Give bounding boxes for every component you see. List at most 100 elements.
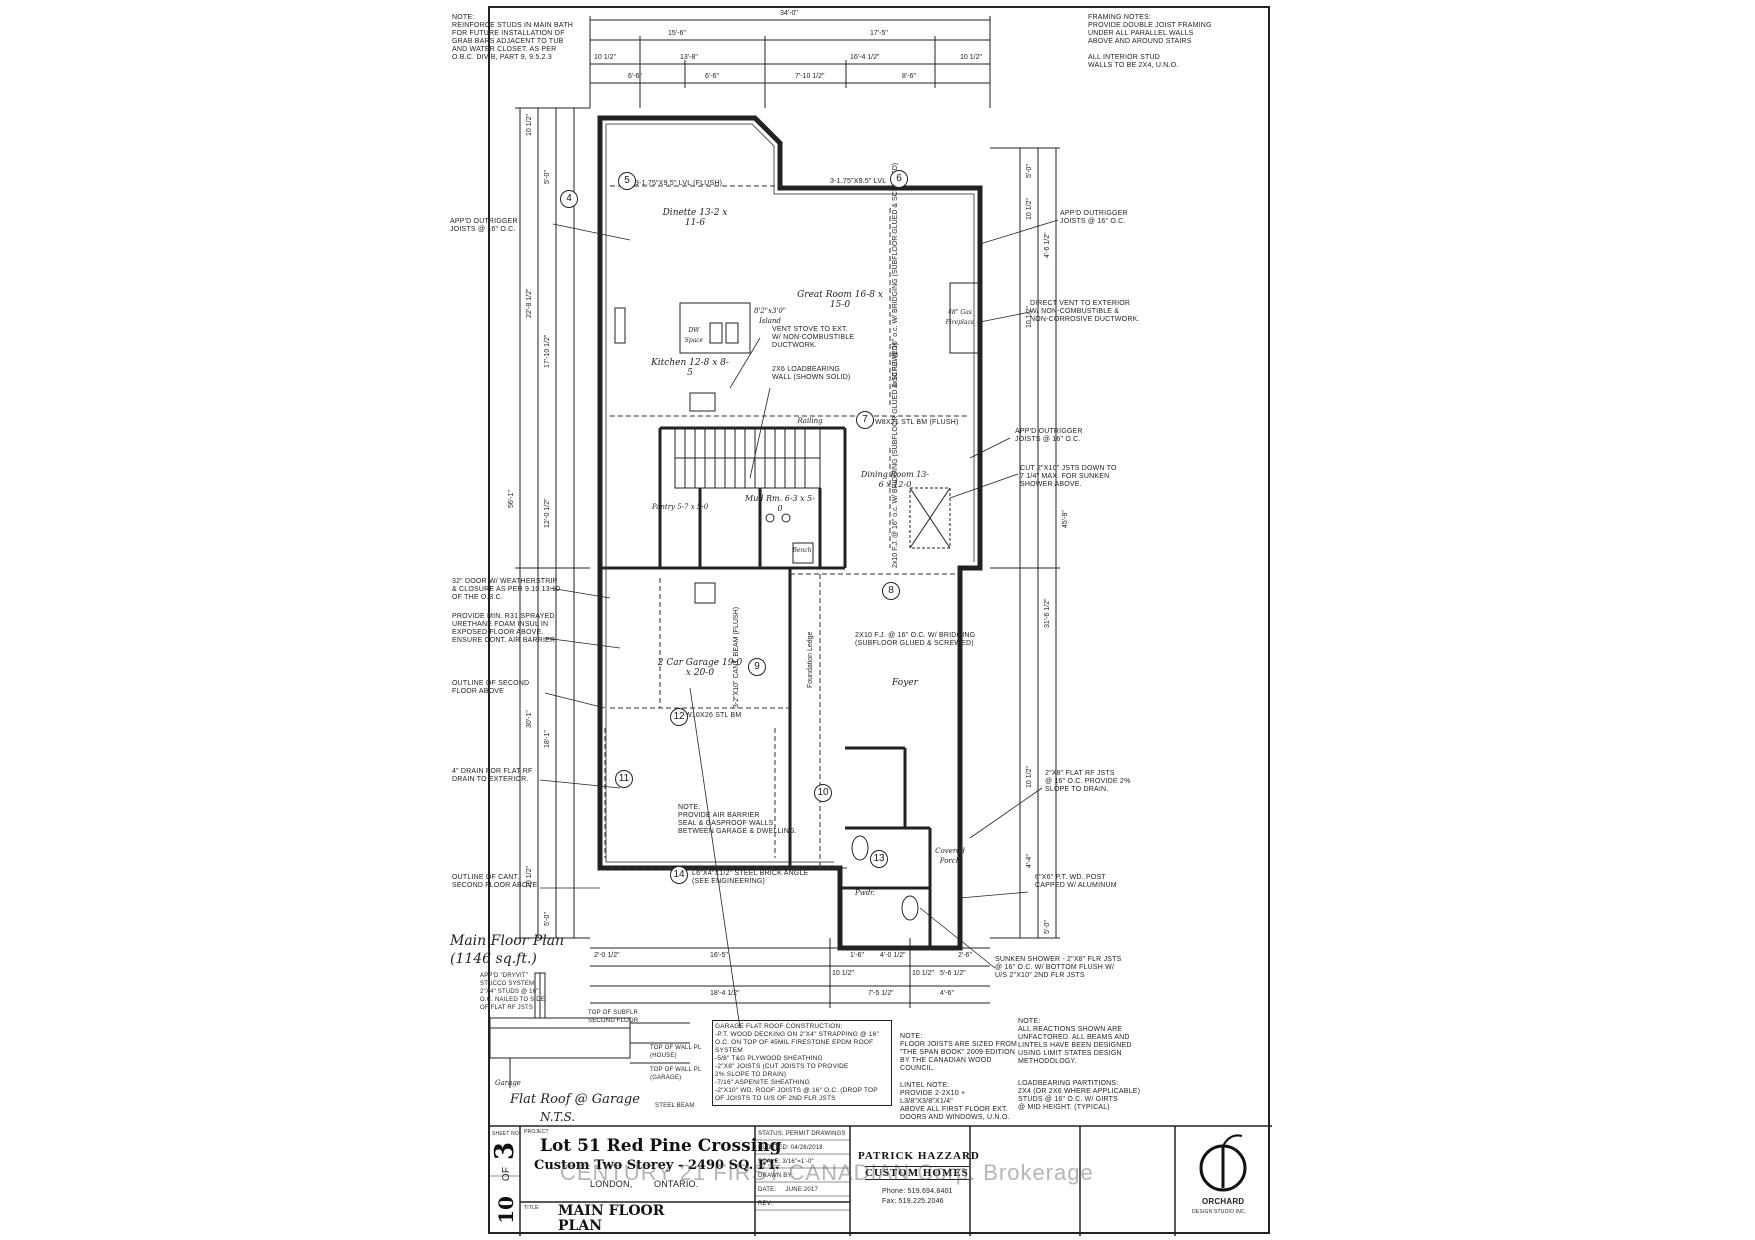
floor-joist-2: 2x10 F.J. @ 16" o.c. W/ BRIDGING (SUBFLO… (892, 342, 899, 568)
beam-12: W10X26 STL BM (685, 712, 742, 719)
floor-joist-3: 2x10 F.J. @ 16" o.c. W/ BRIDGING (SUBFLO… (855, 632, 976, 647)
callout-5: 5 (618, 172, 636, 190)
client-fax: Fax: 519.225.2046 (882, 1198, 944, 1205)
date: DATE: June 2017 (758, 1187, 819, 1193)
callout-12: 12 (670, 708, 688, 726)
project-location: LONDON, ONTARIO. (590, 1179, 699, 1189)
note-pt-post: 6"X6" P.T. WD. POST CAPPED W/ ALUMINUM (1035, 874, 1117, 889)
scale: SCALE: 3/16"=1'-0" (758, 1159, 814, 1165)
dim-left-1: 5'-0" (544, 170, 551, 184)
dim-bottom-0: 2'-0 1/2" (594, 952, 620, 959)
project-name: Lot 51 Red Pine Crossing (540, 1136, 782, 1156)
note-garage-roof: GARAGE FLAT ROOF CONSTRUCTION: -P.T. WOO… (712, 1020, 892, 1106)
dim-top-4: 13'-8" (680, 54, 698, 61)
floor-plan-drawing (490, 16, 1272, 1236)
plan-label: Main Floor Plan (1146 sq.ft.) (450, 933, 565, 967)
room-powder: Pwdr. (855, 889, 875, 897)
dim-right-2: 10 1/2" (1026, 198, 1033, 220)
dim-right-1: 4'-6 1/2" (1044, 232, 1051, 258)
sheet-of: OF (501, 1166, 513, 1182)
fireplace: 48" Gas Fireplace (945, 309, 975, 326)
room-garage: 2 Car Garage 19-0 x 20-0 (657, 658, 743, 678)
note-flat-rf-jsts: 2"X8" FLAT RF JSTS @ 16" O.C. PROVIDE 2%… (1045, 770, 1131, 793)
drawn-by: DRAWN BY: (758, 1173, 794, 1179)
firm-name: ORCHARD (1202, 1197, 1245, 1206)
dim-bottom-5: 4'-0 1/2" (880, 952, 906, 959)
project-subtitle: Custom Two Storey - 2490 SQ. FT. (534, 1158, 780, 1173)
callout-9: 9 (748, 658, 766, 676)
note-drain: 4" DRAIN FOR FLAT RF DRAIN TO EXTERIOR. (452, 768, 533, 783)
note-lintel: LINTEL NOTE: PROVIDE 2-2x10 + L3/8"x3/8"… (900, 1082, 1010, 1121)
dw-space: DW Space (684, 327, 704, 344)
callout-6: 6 (890, 170, 908, 188)
title-label: TITLE (524, 1205, 539, 1211)
note-outrigger-right-2: APP'D OUTRIGGER JOISTS @ 16" O.C. (1015, 428, 1083, 443)
cant-beam-9: 3-2"X10" CANT. BEAM (FLUSH) (733, 606, 740, 708)
dim-right-6: 10 1/2" (1026, 766, 1033, 788)
note-floor-joists: NOTE: FLOOR JOISTS ARE SIZED FROM "THE S… (900, 1033, 1018, 1072)
note-reactions: NOTE: ALL REACTIONS SHOWN ARE UNFACTORED… (1018, 1018, 1132, 1065)
note-dryvit: APP'D "DRYVIT" STUCCO SYSTEM 2"x4" STUDS… (480, 973, 545, 1011)
note-air-barrier: NOTE: PROVIDE AIR BARRIER SEAL & GASPROO… (678, 804, 797, 835)
dim-right-0: 5'-0" (1026, 164, 1033, 178)
room-dining: Dining Room 13-6 x 12-0 (860, 470, 930, 489)
dim-left-4: 56'-1" (508, 490, 515, 508)
dim-top-9: 7'-10 1/2" (795, 73, 825, 80)
project-label: PROJECT (524, 1129, 549, 1135)
bench-label: Bench (792, 547, 812, 554)
room-pantry: Pantry 5-7 x 5-0 (651, 503, 709, 511)
sheet-no-label: SHEET NO. (492, 1131, 521, 1137)
drawing-sheet: NOTE: REINFORCE STUDS IN MAIN BATH FOR F… (450, 6, 1272, 1236)
dim-top-1: 15'-6" (668, 30, 686, 37)
dim-left-8: 10 1/2" (526, 866, 533, 888)
dim-left-0: 10 1/2" (526, 114, 533, 136)
client-name-2: CUSTOM HOMES (865, 1166, 969, 1180)
sheet-total: 10 (493, 1196, 518, 1224)
note-outrigger-left: APP'D OUTRIGGER JOISTS @ 16" O.C. (450, 218, 518, 233)
client-phone: Phone: 519.694.8401 (882, 1188, 953, 1195)
dim-top-overall: 34'-0" (780, 10, 798, 17)
dim-left-3: 17'-10 1/2" (544, 334, 551, 368)
dim-left-2: 22'-8 1/2" (526, 288, 533, 318)
dim-bottom-4: 1'-6" (850, 952, 864, 959)
note-door-weatherstrip: 32" DOOR W/ WEATHERSTRIP & CLOSURE AS PE… (452, 578, 561, 601)
nts-label: N.T.S. (540, 1110, 576, 1124)
note-vent-stove: VENT STOVE TO EXT. W/ NON-COMBUSTIBLE DU… (772, 326, 855, 349)
status: STATUS: PERMIT DRAWINGS (758, 1131, 846, 1137)
beam-5: 3-1.75"X9.5" LVL (FLUSH) (635, 180, 723, 187)
dim-bottom-8: 7'-5 1/2" (868, 990, 894, 997)
room-great: Great Room 16-8 x 15-0 (797, 290, 883, 310)
note-top-wall-garage: TOP OF WALL PL (GARAGE) (650, 1067, 702, 1081)
room-porch: Covered Porch (935, 847, 965, 865)
foundation-ledge: Foundation Ledge (807, 631, 814, 688)
plotted: PLOTTED: 04/26/2018 (758, 1145, 823, 1151)
callout-13: 13 (870, 850, 888, 868)
note-loadbearing-partitions: LOADBEARING PARTITIONS: 2x4 (OR 2x6 WHER… (1018, 1080, 1141, 1111)
room-dinette: Dinette 13-2 x 11-6 (662, 208, 728, 228)
callout-14: 14 (670, 866, 688, 884)
dim-top-5: 16'-4 1/2" (850, 54, 880, 61)
dim-bottom-3: 10 1/2" (832, 970, 854, 977)
beam-6: 3-1.75"X9.5" LVL (830, 178, 887, 185)
dim-top-6: 10 1/2" (960, 54, 982, 61)
firm-name-2: DESIGN STUDIO INC. (1192, 1209, 1247, 1215)
dim-right-4: 45'-9" (1062, 510, 1069, 528)
note-top-wall-house: TOP OF WALL PL (HOUSE) (650, 1045, 702, 1059)
dim-top-8: 6'-6" (705, 73, 719, 80)
room-kitchen: Kitchen 12-8 x 8-5 (651, 358, 729, 378)
note-direct-vent: DIRECT VENT TO EXTERIOR W/ NON-COMBUSTIB… (1030, 300, 1140, 323)
client-name-1: PATRICK HAZZARD (858, 1150, 980, 1162)
note-loadbearing-wall: 2x6 LOADBEARING WALL (Shown Solid) (772, 366, 851, 381)
callout-11: 11 (615, 770, 633, 788)
note-outrigger-right-1: APP'D OUTRIGGER JOISTS @ 16" O.C. (1060, 210, 1128, 225)
dim-top-10: 8'-6" (902, 73, 916, 80)
flat-roof-label: Flat Roof @ Garage (510, 1092, 640, 1107)
note-sunken-shower: SUNKEN SHOWER - 2"X8" FLR JSTS @ 16" O.C… (995, 956, 1122, 979)
callout-8: 8 (882, 582, 900, 600)
note-grab-bars: NOTE: REINFORCE STUDS IN MAIN BATH FOR F… (452, 14, 573, 61)
note-top-subfloor: TOP OF SUBFLR SECOND FLOOR (588, 1010, 639, 1024)
note-outline-second: OUTLINE OF SECOND FLOOR ABOVE (452, 680, 530, 695)
room-mud: Mud Rm. 6-3 x 5-0 (745, 494, 815, 513)
dim-left-5: 12'-0 1/2" (544, 498, 551, 528)
garage-detail-label: Garage (495, 1079, 521, 1087)
